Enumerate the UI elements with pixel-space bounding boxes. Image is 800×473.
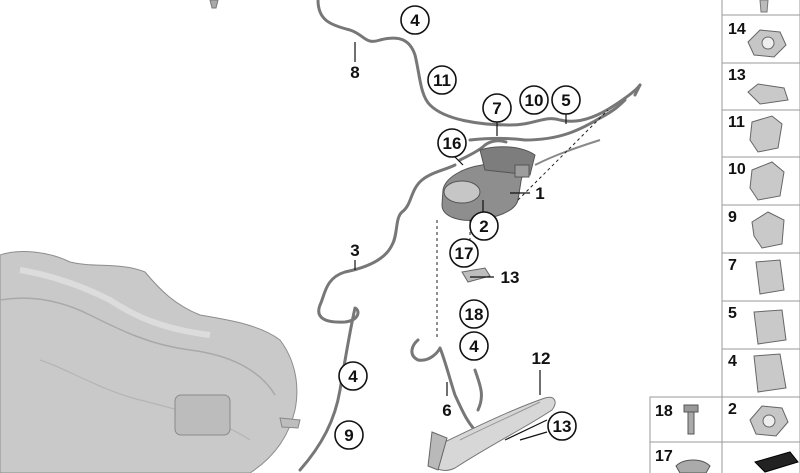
callout-11: 11 bbox=[427, 65, 457, 95]
callout-18: 18 bbox=[459, 299, 489, 329]
callout-10: 10 bbox=[519, 85, 549, 115]
sidebar-cell-10: 10 bbox=[721, 156, 800, 206]
sidebar-cell-14: 14 bbox=[721, 14, 800, 64]
callout-13-mid: 13 bbox=[501, 268, 520, 287]
svg-text:11: 11 bbox=[728, 114, 745, 131]
sidebar-cell-18: 18 bbox=[649, 396, 723, 443]
sidebar-cell-2: 2 bbox=[721, 396, 800, 443]
sidebar-cell-13: 13 bbox=[721, 62, 800, 111]
svg-text:16: 16 bbox=[443, 134, 462, 153]
svg-text:18: 18 bbox=[465, 305, 484, 324]
sidebar-cell-5: 5 bbox=[721, 300, 800, 350]
svg-text:7: 7 bbox=[728, 257, 737, 274]
svg-text:18: 18 bbox=[655, 403, 673, 420]
sidebar-cell-17: 17 bbox=[649, 441, 723, 473]
sidebar-cell-7: 7 bbox=[721, 252, 800, 302]
parts-bottom: 18 17 bbox=[649, 396, 723, 473]
svg-text:4: 4 bbox=[348, 367, 358, 386]
svg-text:4: 4 bbox=[410, 11, 420, 30]
sidebar-cell-bottom bbox=[721, 441, 800, 473]
callout-12: 12 bbox=[532, 349, 551, 368]
small-clip-13 bbox=[461, 267, 491, 283]
svg-text:5: 5 bbox=[561, 91, 570, 110]
callout-9: 9 bbox=[334, 420, 364, 450]
callout-6: 6 bbox=[442, 401, 451, 420]
svg-text:2: 2 bbox=[728, 401, 737, 418]
svg-text:9: 9 bbox=[344, 426, 353, 445]
parts-sidebar: 14 13 11 10 9 7 bbox=[721, 0, 800, 473]
svg-text:13: 13 bbox=[501, 268, 520, 287]
svg-text:12: 12 bbox=[532, 349, 551, 368]
fuel-tank bbox=[0, 250, 301, 473]
callout-8: 8 bbox=[350, 63, 359, 82]
svg-text:4: 4 bbox=[728, 353, 737, 370]
svg-text:7: 7 bbox=[492, 99, 501, 118]
svg-text:10: 10 bbox=[728, 161, 746, 178]
svg-text:11: 11 bbox=[433, 71, 451, 90]
callout-7: 7 bbox=[482, 93, 512, 123]
callout-1: 1 bbox=[535, 184, 544, 203]
callout-17: 17 bbox=[449, 238, 479, 268]
callout-2: 2 bbox=[469, 211, 499, 241]
svg-text:17: 17 bbox=[655, 448, 673, 465]
callout-4-left: 4 bbox=[338, 361, 368, 391]
svg-text:9: 9 bbox=[728, 209, 737, 226]
callout-13-bottom: 13 bbox=[547, 411, 577, 441]
sidebar-cell-4: 4 bbox=[721, 348, 800, 398]
svg-text:1: 1 bbox=[535, 184, 544, 203]
fitting-top bbox=[209, 0, 219, 9]
callout-16: 16 bbox=[437, 128, 467, 158]
svg-text:17: 17 bbox=[455, 244, 474, 263]
svg-text:6: 6 bbox=[442, 401, 451, 420]
fuel-filter bbox=[441, 146, 536, 221]
callout-4-top: 4 bbox=[400, 5, 430, 35]
svg-text:8: 8 bbox=[350, 63, 359, 82]
svg-text:2: 2 bbox=[479, 217, 488, 236]
svg-text:5: 5 bbox=[728, 305, 737, 322]
heat-shield-bracket bbox=[427, 396, 556, 471]
callout-4-mid: 4 bbox=[459, 331, 489, 361]
svg-text:10: 10 bbox=[525, 91, 544, 110]
svg-text:14: 14 bbox=[728, 21, 746, 38]
svg-text:3: 3 bbox=[350, 241, 359, 260]
leader-lines bbox=[354, 42, 567, 441]
svg-text:13: 13 bbox=[728, 67, 746, 84]
sidebar-cell-9: 9 bbox=[721, 204, 800, 254]
svg-text:4: 4 bbox=[469, 337, 479, 356]
callout-5: 5 bbox=[551, 85, 581, 115]
callout-3: 3 bbox=[350, 241, 359, 260]
sidebar-cell-11: 11 bbox=[721, 109, 800, 158]
svg-text:13: 13 bbox=[553, 417, 572, 436]
